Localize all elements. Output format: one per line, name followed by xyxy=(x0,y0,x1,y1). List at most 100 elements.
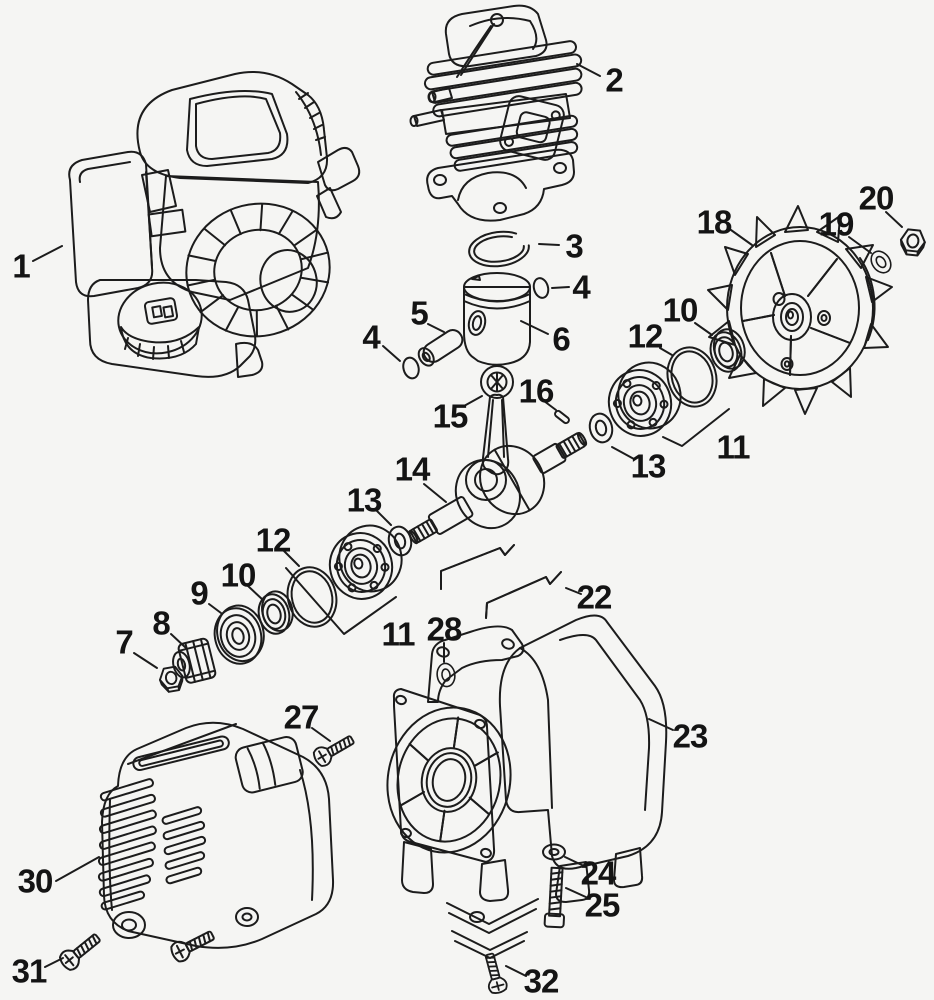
leader-line-6 xyxy=(520,320,549,335)
handle-recess xyxy=(234,736,304,794)
leader-line-20 xyxy=(885,211,903,228)
spark-plug-boss xyxy=(490,13,504,27)
part-label-3: 3 xyxy=(565,228,583,265)
part-label-10: 10 xyxy=(221,557,256,594)
leader-line-3 xyxy=(538,243,560,246)
part-label-4: 4 xyxy=(362,319,381,356)
part-label-4: 4 xyxy=(572,269,591,306)
leader-line-10 xyxy=(247,585,264,601)
leader-line-7 xyxy=(133,652,158,669)
part-3-piston-ring xyxy=(468,230,530,268)
part-23-crankcase xyxy=(386,614,668,959)
part-label-30: 30 xyxy=(18,863,53,900)
part-label-11: 11 xyxy=(382,616,416,653)
leader-line-23 xyxy=(648,718,674,731)
part-11-ball-bearing-right xyxy=(599,354,690,444)
leader-line-4 xyxy=(382,345,401,362)
lower-cooling-fins xyxy=(445,114,579,172)
part-label-10: 10 xyxy=(663,292,698,329)
leader-line-13 xyxy=(611,446,635,460)
part-15-connecting-rod xyxy=(465,365,514,501)
part-5-piston-pin xyxy=(417,329,464,367)
part-label-20: 20 xyxy=(859,180,894,217)
leader-line-19 xyxy=(848,236,872,254)
leader-line-18 xyxy=(730,229,753,246)
part-20-flywheel-nut xyxy=(898,227,927,258)
part-19-washer xyxy=(870,250,892,274)
part-label-24: 24 xyxy=(581,855,617,892)
leader-line-32 xyxy=(505,965,527,977)
leader-line-27 xyxy=(311,727,331,742)
engine-body xyxy=(159,175,320,301)
fuel-cap xyxy=(117,281,203,360)
part-label-13: 13 xyxy=(347,482,382,519)
part-label-22: 22 xyxy=(577,579,612,616)
air-filter-box xyxy=(68,150,154,298)
part-25-bolt xyxy=(543,866,565,929)
part-14-crankshaft xyxy=(408,431,588,545)
exhaust-flange xyxy=(499,95,565,161)
part-32-screw xyxy=(479,951,510,996)
rope-guide-slot xyxy=(132,735,230,772)
part-label-25: 25 xyxy=(585,887,620,924)
leader-line-11 xyxy=(662,408,730,447)
part-10-bearing-right xyxy=(704,324,751,377)
cylinder-studs xyxy=(409,87,453,127)
part-label-9: 9 xyxy=(190,575,208,612)
fuel-tank xyxy=(87,279,257,378)
upper-cooling-fins xyxy=(423,40,583,118)
part-30-starter-cover xyxy=(97,721,335,949)
leader-line-22 xyxy=(565,587,582,595)
louver-vents xyxy=(97,778,207,911)
leader-line-5 xyxy=(427,323,445,333)
leader-line-4 xyxy=(551,286,570,289)
crankcase-front-flange xyxy=(392,688,496,863)
part-label-12: 12 xyxy=(256,522,291,559)
part-6-piston xyxy=(463,272,531,366)
part-label-12: 12 xyxy=(628,318,663,355)
leader-line-11 xyxy=(285,567,397,635)
crankcase-top-bracket xyxy=(427,625,525,703)
leader-line-9 xyxy=(208,603,222,614)
part-16-key xyxy=(554,409,570,425)
part-label-32: 32 xyxy=(524,963,559,1000)
part-label-13: 13 xyxy=(631,448,666,485)
part-label-18: 18 xyxy=(697,204,732,241)
part-31-screw-a xyxy=(56,928,105,974)
part-label-8: 8 xyxy=(152,605,170,642)
leader-line-15 xyxy=(463,395,483,407)
part-label-19: 19 xyxy=(819,206,854,243)
part-label-27: 27 xyxy=(284,699,319,736)
part-9-oil-seal xyxy=(213,604,265,665)
part-label-23: 23 xyxy=(673,718,708,755)
part-label-6: 6 xyxy=(552,321,570,358)
leader-line-8 xyxy=(170,633,187,649)
part-18-flywheel xyxy=(707,205,893,415)
leader-line-12 xyxy=(283,550,300,567)
leader-line-14 xyxy=(423,483,447,503)
part-label-14: 14 xyxy=(395,451,431,488)
part-24-washer xyxy=(542,843,566,861)
leader-line-31 xyxy=(44,957,64,968)
leader-line-10 xyxy=(694,322,713,336)
part-label-1: 1 xyxy=(12,248,30,285)
part-2-cylinder xyxy=(409,4,583,222)
part-label-31: 31 xyxy=(12,953,47,990)
part-label-7: 7 xyxy=(115,624,132,661)
leader-line-1 xyxy=(32,245,63,262)
cylinder-base-flange xyxy=(426,148,575,222)
part-label-11: 11 xyxy=(717,429,751,466)
part-label-28: 28 xyxy=(427,611,462,648)
part-label-2: 2 xyxy=(605,62,623,99)
leader-line-2 xyxy=(576,63,601,77)
leader-line-30 xyxy=(55,856,100,882)
part-label-5: 5 xyxy=(410,295,428,332)
starter-handle xyxy=(316,146,361,220)
part-4-circlip-left xyxy=(402,356,420,380)
leader-line-25 xyxy=(565,887,589,899)
crankcase-mount-rails xyxy=(446,898,539,959)
part-27-screw xyxy=(310,730,358,770)
